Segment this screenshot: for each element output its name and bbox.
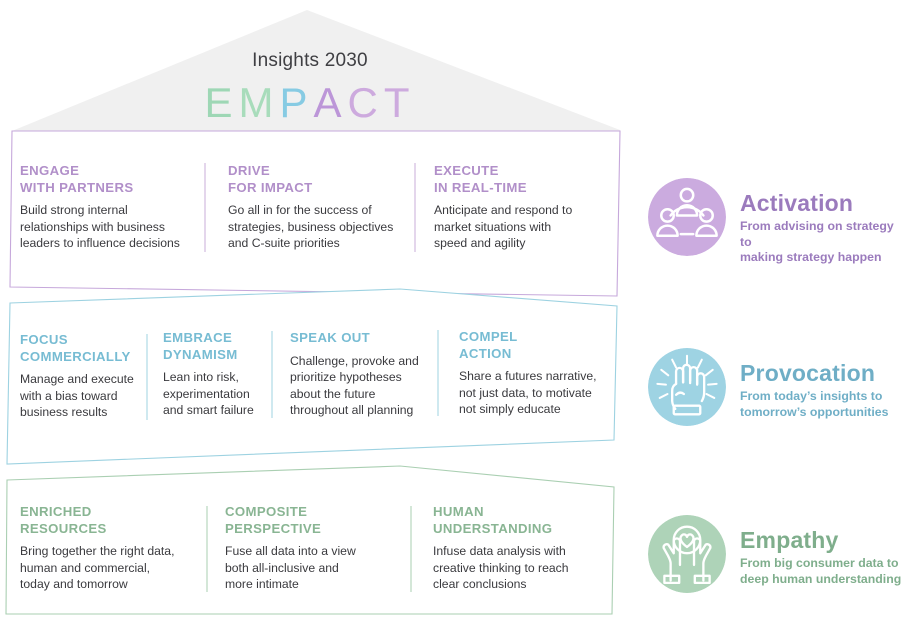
card-body: Anticipate and respond to market situati… — [434, 203, 573, 250]
card-heading: HUMAN UNDERSTANDING — [433, 504, 553, 536]
people-network-icon — [648, 178, 726, 256]
wordmark-letter-c-4: C — [347, 79, 384, 126]
card-heading: ENRICHED RESOURCES — [20, 504, 107, 536]
raised-fist-icon — [648, 348, 726, 426]
card-body: Bring together the right data, human and… — [20, 544, 175, 591]
card-body: Fuse all data into a view both all-inclu… — [225, 544, 356, 591]
wordmark-letter-a-3: A — [313, 79, 348, 126]
card-heading: FOCUS COMMERCIALLY — [20, 332, 131, 364]
band-outline-provocation — [6, 288, 618, 465]
card-speak-out: SPEAK OUT Challenge, provoke and priorit… — [290, 330, 436, 419]
card-composite-perspective: COMPOSITE PERSPECTIVE Fuse all data into… — [225, 504, 405, 593]
card-body: Share a futures narrative, not just data… — [459, 369, 597, 416]
card-heading: COMPOSITE PERSPECTIVE — [225, 504, 322, 536]
pillar-provocation: Provocation From today’s insights to tom… — [648, 348, 888, 426]
card-heading: COMPEL ACTION — [459, 329, 518, 361]
card-heading: DRIVE FOR IMPACT — [228, 163, 313, 195]
pillar-subtitle: From advising on strategy to making stra… — [740, 219, 894, 264]
card-enriched-resources: ENRICHED RESOURCES Bring together the ri… — [20, 504, 206, 593]
pillar-subtitle: From big consumer data to deep human und… — [740, 556, 902, 586]
card-body: Build strong internal relationships with… — [20, 203, 180, 250]
pillar-text: Activation From advising on strategy to … — [740, 178, 908, 266]
wordmark-letter-p-2: P — [279, 79, 314, 126]
card-body: Infuse data analysis with creative think… — [433, 544, 569, 591]
card-heading: EMBRACE DYNAMISM — [163, 330, 238, 362]
card-heading: SPEAK OUT — [290, 330, 371, 345]
card-embrace-dynamism: EMBRACE DYNAMISM Lean into risk, experim… — [163, 330, 273, 419]
pillar-activation: Activation From advising on strategy to … — [648, 178, 908, 266]
wordmark-letter-e-0: E — [204, 79, 239, 126]
card-focus-commercially: FOCUS COMMERCIALLY Manage and execute wi… — [20, 332, 144, 421]
pillar-title: Empathy — [740, 527, 839, 553]
card-compel-action: COMPEL ACTION Share a futures narrative,… — [459, 329, 613, 418]
card-body: Lean into risk, experimentation and smar… — [163, 370, 254, 417]
pillar-title: Activation — [740, 190, 854, 216]
pillar-title: Provocation — [740, 360, 876, 386]
card-heading: ENGAGE WITH PARTNERS — [20, 163, 134, 195]
wordmark-letter-t-5: T — [383, 79, 416, 126]
empact-wordmark: EMPACT — [0, 80, 620, 126]
band-outline-activation — [9, 130, 621, 297]
page-title: Insights 2030 — [252, 50, 368, 71]
pillar-subtitle: From today’s insights to tomorrow’s oppo… — [740, 389, 889, 419]
card-body: Challenge, provoke and prioritize hypoth… — [290, 353, 419, 418]
pillar-text: Empathy From big consumer data to deep h… — [740, 515, 901, 587]
card-human-understanding: HUMAN UNDERSTANDING Infuse data analysis… — [433, 504, 611, 593]
card-drive-for-impact: DRIVE FOR IMPACT Go all in for the succe… — [228, 163, 410, 252]
pillar-text: Provocation From today’s insights to tom… — [740, 348, 888, 420]
card-body: Go all in for the success of strategies,… — [228, 203, 394, 250]
band-outline-empathy — [5, 465, 615, 615]
card-heading: EXECUTE IN REAL-TIME — [434, 163, 527, 195]
card-body: Manage and execute with a bias toward bu… — [20, 372, 134, 419]
card-engage-with-partners: ENGAGE WITH PARTNERS Build strong intern… — [20, 163, 198, 252]
hands-heart-icon — [648, 515, 726, 593]
pillar-empathy: Empathy From big consumer data to deep h… — [648, 515, 901, 593]
wordmark-letter-m-1: M — [238, 79, 280, 126]
roof-triangle — [12, 10, 620, 145]
card-execute-in-real-time: EXECUTE IN REAL-TIME Anticipate and resp… — [434, 163, 614, 252]
